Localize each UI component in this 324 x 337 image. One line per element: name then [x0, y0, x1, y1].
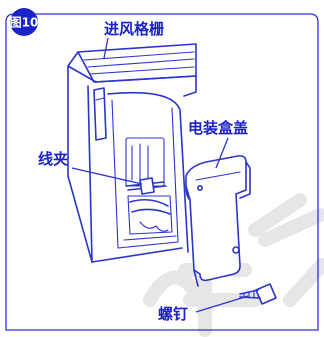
- label-air-inlet-grille: 进风格栅: [104, 20, 164, 38]
- label-electrical-box-cover: 电装盒盖: [188, 119, 248, 137]
- leader-lines: [71, 37, 249, 313]
- air-inlet-grille: [67, 43, 197, 83]
- electrical-box-cover: [185, 155, 251, 287]
- unit-body: [67, 65, 197, 263]
- figure-number: 图10: [10, 16, 39, 30]
- wire-clamp: [125, 177, 167, 195]
- label-screw: 螺钉: [158, 305, 188, 323]
- label-wire-clamp: 线夹: [38, 150, 68, 168]
- figure-frame: [5, 13, 319, 331]
- figure-badge: 图10: [10, 8, 39, 36]
